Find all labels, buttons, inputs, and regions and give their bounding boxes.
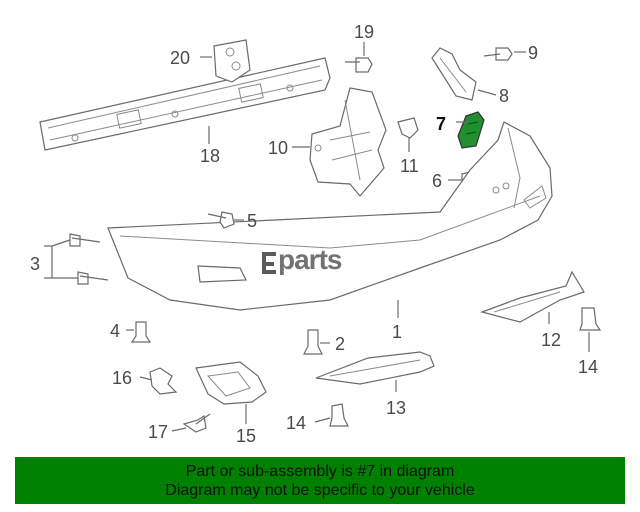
callout-17[interactable]: 17 (148, 422, 168, 442)
callout-1[interactable]: 1 (392, 322, 402, 342)
side-undercover-part[interactable] (480, 270, 585, 323)
callout-13[interactable]: 13 (386, 398, 406, 418)
latch-bracket-part[interactable] (213, 39, 251, 83)
callout-12[interactable]: 12 (541, 330, 561, 350)
callout-16[interactable]: 16 (112, 368, 132, 388)
side-bracket-part[interactable] (309, 87, 387, 197)
evparts-watermark: parts (262, 244, 343, 275)
bumper-cover-part[interactable] (107, 121, 553, 311)
callout-9[interactable]: 9 (528, 43, 538, 63)
reinforcement-beam-part[interactable] (39, 57, 331, 151)
screws-3-part[interactable] (69, 233, 109, 285)
screw-17-part[interactable] (182, 413, 211, 433)
upper-bracket-part[interactable] (431, 47, 477, 101)
clip-16-part[interactable] (149, 367, 178, 395)
callout-8[interactable]: 8 (499, 86, 509, 106)
callout-7[interactable]: 7 (436, 114, 446, 134)
bolt-9-part[interactable] (483, 47, 513, 61)
banner-line-2: Diagram may not be specific to your vehi… (165, 481, 475, 499)
lower-support-part[interactable] (315, 351, 435, 385)
retainer-7-part[interactable] (457, 111, 485, 149)
callout-20[interactable]: 20 (170, 48, 190, 68)
leader-lines (44, 42, 590, 432)
banner-line-1: Part or sub-assembly is #7 in diagram (185, 462, 455, 480)
clip-14a-part[interactable] (579, 307, 602, 331)
callout-5[interactable]: 5 (247, 211, 257, 231)
clip-2-part[interactable] (303, 329, 323, 355)
callout-14-lower[interactable]: 14 (286, 413, 306, 433)
pin-4-part[interactable] (130, 321, 152, 343)
callout-2[interactable]: 2 (335, 334, 345, 354)
info-banner: Part or sub-assembly is #7 in diagram Di… (15, 457, 625, 504)
callout-15[interactable]: 15 (236, 426, 256, 446)
bolt-5-part[interactable] (207, 211, 235, 229)
callout-3[interactable]: 3 (30, 254, 40, 274)
bolt-19-part[interactable] (345, 57, 373, 73)
callout-4[interactable]: 4 (110, 321, 120, 341)
callout-11[interactable]: 11 (400, 156, 419, 176)
callout-6[interactable]: 6 (432, 171, 442, 191)
callout-14-right[interactable]: 14 (578, 357, 598, 377)
reflector-bezel-part[interactable] (195, 361, 267, 405)
callout-10[interactable]: 10 (268, 138, 288, 158)
watermark-text: parts (278, 244, 342, 275)
callout-19[interactable]: 19 (354, 22, 374, 42)
clip-11-part[interactable] (397, 117, 419, 139)
callout-18[interactable]: 18 (200, 146, 220, 166)
clip-14b-part[interactable] (329, 403, 349, 427)
